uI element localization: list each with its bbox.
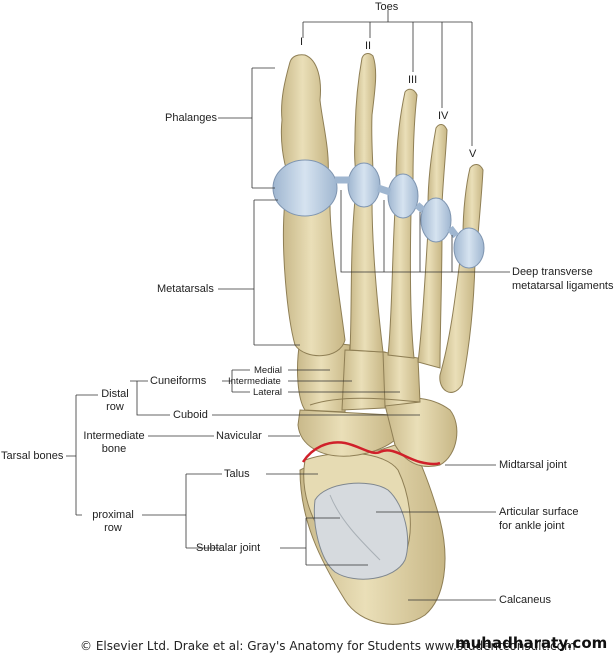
watermark: muhadharaty.com	[455, 634, 608, 652]
navicular-bone	[297, 409, 396, 457]
mtp-capsule-5	[453, 227, 485, 269]
medial-cuneiform-bone	[297, 339, 351, 413]
phalanx-3	[395, 88, 418, 183]
label-intermediate-bone-2: bone	[101, 443, 127, 455]
label-toe-v: V	[469, 148, 477, 160]
deep-transverse-ligament	[335, 176, 459, 239]
label-deep-transverse-2: metatarsal ligaments	[512, 280, 614, 292]
label-phalanges: Phalanges	[165, 112, 217, 124]
mtp-capsule-3	[387, 173, 419, 219]
phalanx-2	[354, 53, 377, 176]
label-articular-1: Articular surface	[499, 506, 579, 518]
label-subtalar-joint: Subtalar joint	[196, 542, 261, 554]
label-proximal-row-1: proximal	[92, 509, 134, 521]
midtarsal-joint-line	[301, 441, 441, 466]
leader-lines	[66, 10, 510, 601]
label-cuneiforms: Cuneiforms	[150, 375, 207, 387]
mtp-capsule-1	[272, 159, 338, 217]
metatarsal-2	[349, 199, 384, 353]
label-intermediate-bone-1: Intermediate	[83, 430, 145, 442]
label-distal-row-2: row	[106, 401, 124, 413]
label-toe-iv: IV	[438, 110, 449, 122]
label-lateral: Lateral	[253, 387, 283, 398]
label-proximal-row-2: row	[104, 522, 122, 534]
label-talus: Talus	[224, 468, 250, 480]
label-toe-iii: III	[408, 74, 418, 86]
label-deep-transverse-1: Deep transverse	[512, 266, 593, 278]
mtp-capsule-2	[347, 162, 381, 208]
label-calcaneus: Calcaneus	[499, 594, 551, 606]
label-articular-2: for ankle joint	[499, 520, 565, 532]
copyright-credit: © Elsevier Ltd. Drake et al: Gray's Anat…	[80, 639, 576, 653]
label-tarsal-bones: Tarsal bones	[1, 450, 64, 462]
label-toe-i: I	[300, 36, 304, 48]
metatarsal-1	[282, 199, 346, 357]
metatarsal-5	[439, 259, 476, 393]
label-medial: Medial	[254, 365, 282, 376]
label-toe-ii: II	[365, 40, 372, 52]
label-toes: Toes	[375, 1, 399, 13]
metatarsal-4	[417, 229, 443, 369]
phalanx-5	[462, 164, 484, 236]
articular-surface-shape	[313, 482, 409, 580]
label-distal-row-1: Distal	[101, 388, 129, 400]
phalanx-4	[427, 124, 448, 206]
mtp-capsule-4	[420, 197, 452, 243]
label-metatarsals: Metatarsals	[157, 283, 214, 295]
label-navicular: Navicular	[216, 430, 262, 442]
metatarsal-3	[387, 209, 415, 359]
intermediate-cuneiform-bone	[341, 349, 386, 411]
label-cuboid: Cuboid	[173, 409, 208, 421]
phalanx-1	[280, 54, 329, 176]
label-midtarsal-joint: Midtarsal joint	[499, 459, 567, 471]
lateral-cuneiform-bone	[382, 351, 421, 407]
label-intermediate: Intermediate	[228, 376, 281, 387]
